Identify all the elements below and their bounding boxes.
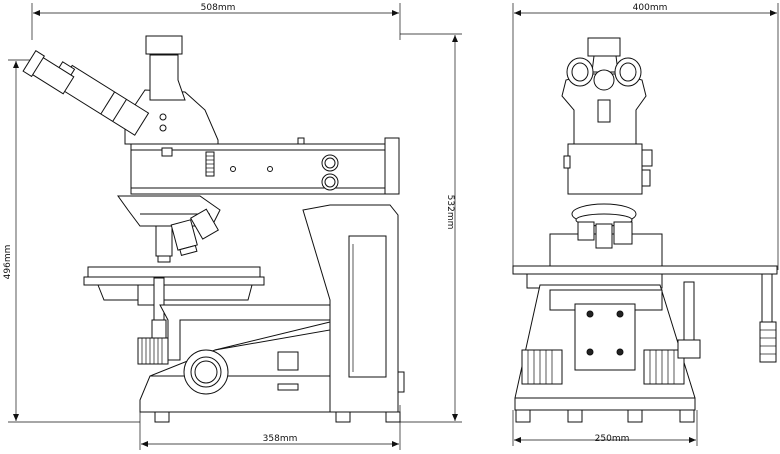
side-view <box>22 35 405 423</box>
front-width-label: 400mm <box>633 3 668 13</box>
dimension-lines <box>8 3 779 450</box>
side-width-label: 508mm <box>201 3 236 13</box>
dimension-labels: 508mm 358mm 496mm 532mm 400mm 250mm <box>3 3 667 444</box>
side-height-left-label: 496mm <box>3 245 13 280</box>
front-view <box>512 37 778 423</box>
side-base-label: 358mm <box>263 434 298 444</box>
side-height-right-label: 532mm <box>445 195 455 230</box>
front-base-label: 250mm <box>595 434 630 444</box>
